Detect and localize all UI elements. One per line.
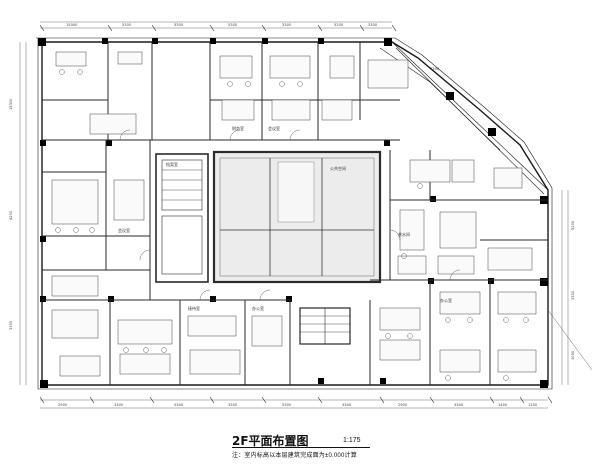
stair-core bbox=[155, 153, 209, 283]
room-labels: 财务室 会议室 会议室 接待室 办公室 档案室 公共空间 办公室 茶水间 bbox=[118, 125, 452, 311]
room-label: 办公室 bbox=[440, 297, 452, 303]
doors bbox=[119, 129, 461, 301]
dim-top: 5300 bbox=[122, 23, 132, 27]
furniture bbox=[51, 51, 537, 377]
room-label: 财务室 bbox=[232, 125, 244, 131]
room-label: 接待室 bbox=[188, 305, 200, 311]
room-label: 办公室 bbox=[252, 305, 264, 311]
dim-bottom: 1450 bbox=[498, 403, 508, 407]
dim-right: 5200 bbox=[571, 220, 575, 230]
dim-top: 5200 bbox=[334, 23, 344, 27]
dim-top: 3300 bbox=[174, 23, 184, 27]
dim-left: 15300 bbox=[9, 98, 13, 110]
stair-bottom bbox=[299, 307, 351, 345]
room-label: 茶水间 bbox=[398, 231, 410, 237]
columns bbox=[38, 38, 548, 388]
room-label: 会议室 bbox=[118, 227, 130, 233]
dim-top: 15000 bbox=[66, 23, 78, 27]
central-atrium bbox=[212, 150, 382, 284]
exterior-walls bbox=[36, 37, 553, 390]
title-block: 2F平面布置图 1:175 注：室内标高以本层建筑完成面为±0.000计算 bbox=[0, 426, 600, 471]
dim-right: 1050 bbox=[571, 350, 575, 360]
dimension-lines bbox=[19, 21, 593, 409]
dim-bottom: 5300 bbox=[174, 403, 184, 407]
dim-top: 3300 bbox=[368, 23, 378, 27]
dim-bottom: 2900 bbox=[398, 403, 408, 407]
chairs bbox=[55, 69, 529, 381]
dim-top: 5300 bbox=[228, 23, 238, 27]
dim-bottom: 2900 bbox=[58, 403, 68, 407]
room-label: 公共空间 bbox=[330, 165, 346, 171]
room-label: 档案室 bbox=[166, 161, 178, 167]
drawing-note: 注：室内标高以本层建筑完成面为±0.000计算 bbox=[232, 453, 357, 459]
dimension-text: 15000 5300 3300 5300 3300 5200 3300 3300… bbox=[9, 23, 575, 407]
room-label: 会议室 bbox=[268, 125, 280, 131]
drawing-scale: 1:175 bbox=[343, 437, 361, 444]
dimension-ticks bbox=[39, 24, 553, 404]
partitions bbox=[42, 42, 548, 385]
dim-bottom: 1200 bbox=[528, 403, 538, 407]
dim-right: 3300 bbox=[571, 290, 575, 300]
dim-bottom: 3300 bbox=[342, 403, 352, 407]
dim-bottom: 3300 bbox=[114, 403, 124, 407]
dim-bottom: 5300 bbox=[282, 403, 292, 407]
dim-left: 3300 bbox=[9, 320, 13, 330]
dim-top: 3300 bbox=[430, 67, 440, 71]
drawing-title: 2F平面布置图 bbox=[232, 434, 309, 448]
dim-left: 4200 bbox=[9, 210, 13, 220]
title-underline bbox=[232, 447, 370, 448]
dim-top: 3300 bbox=[282, 23, 292, 27]
dim-bottom: 3300 bbox=[228, 403, 238, 407]
dim-bottom: 3300 bbox=[454, 403, 464, 407]
